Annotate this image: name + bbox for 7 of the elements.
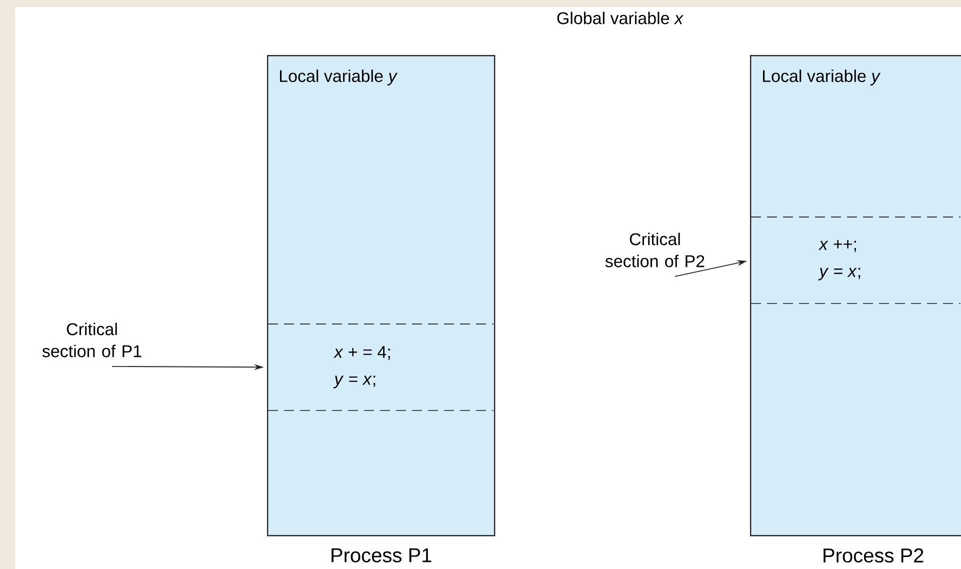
- caption-text: Global variable x: [557, 12, 684, 24]
- critical-section-band: x + = 4; y = x;: [268, 324, 494, 411]
- process-label: Process P2: [824, 548, 924, 563]
- callout-text: Critical section of P1: [42, 322, 142, 358]
- callout-text: Critical section of P2: [605, 232, 704, 268]
- process-label: Process P1: [332, 548, 432, 562]
- critical-section-band: x ++; y = x;: [750, 216, 961, 304]
